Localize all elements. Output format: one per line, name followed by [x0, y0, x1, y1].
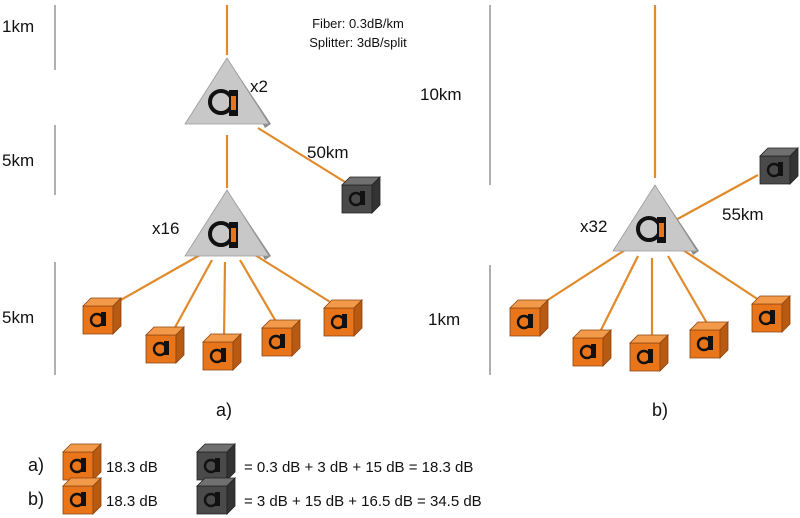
onu-b-2-icon	[571, 328, 613, 368]
onu-a-1-icon	[81, 296, 123, 336]
fiber-branch-b	[671, 174, 759, 223]
segment-label-a-3: 5km	[2, 308, 34, 327]
fiber-drop-b-1	[539, 249, 626, 306]
caption-a: a)	[216, 400, 232, 420]
split-label-a-2: x16	[152, 219, 179, 238]
legend-formula-a: = 0.3 dB + 3 dB + 15 dB = 18.3 dB	[244, 459, 473, 476]
fiber-drop-a-1	[111, 254, 201, 306]
segment-label-b-1: 10km	[420, 85, 462, 104]
legend-orange-value-b: 18.3 dB	[106, 493, 158, 510]
segment-label-a-2: 5km	[2, 151, 34, 170]
branch-length-b: 55km	[722, 205, 764, 224]
fiber-branch-a	[257, 127, 346, 183]
split-label-b: x32	[580, 217, 607, 236]
fiber-drop-b-4	[667, 255, 709, 326]
fiber-loss-param: Fiber: 0.3dB/km	[312, 16, 404, 31]
segment-label-b-2: 1km	[428, 310, 460, 329]
diagram-a: 1km 5km 5km x2 x16 50km a)	[2, 5, 382, 420]
branch-length-a: 50km	[307, 143, 349, 162]
legend-onu-dark-a-icon	[195, 442, 237, 482]
splitter-loss-param: Splitter: 3dB/split	[309, 35, 407, 50]
segment-label-a-1: 1km	[2, 17, 34, 36]
split-label-a-1: x2	[250, 77, 268, 96]
legend-label-b: b)	[28, 489, 44, 509]
legend-label-a: a)	[28, 455, 44, 475]
legend-formula-b: = 3 dB + 15 dB + 16.5 dB = 34.5 dB	[244, 493, 482, 510]
fiber-drop-a-5	[254, 254, 336, 306]
splitter-b-icon	[611, 183, 701, 257]
onu-b-5-icon	[750, 294, 792, 334]
onu-b-3-icon	[628, 333, 670, 373]
fiber-drop-a-3	[222, 261, 227, 341]
diagram-b: 10km 1km x32 55km b)	[420, 5, 800, 420]
splitter-a-2-icon	[183, 188, 273, 262]
legend-onu-orange-b-icon	[61, 476, 103, 516]
caption-b: b)	[652, 400, 668, 420]
legend-onu-dark-b-icon	[195, 476, 237, 516]
onu-a-5-icon	[322, 298, 364, 338]
onu-dark-b-icon	[758, 146, 800, 186]
fiber-drop-a-4	[239, 259, 279, 326]
fiber-drop-a-2	[171, 259, 213, 334]
onu-b-1-icon	[508, 298, 550, 338]
onu-dark-a-icon	[340, 175, 382, 215]
legend-onu-orange-a-icon	[61, 442, 103, 482]
onu-a-3-icon	[201, 332, 243, 372]
fiber-drop-b-5	[682, 249, 763, 303]
onu-a-2-icon	[144, 325, 186, 365]
legend-orange-value-a: 18.3 dB	[106, 459, 158, 476]
onu-b-4-icon	[688, 320, 730, 360]
onu-a-4-icon	[260, 318, 302, 358]
legend: a) 18.3 dB = 0.3 dB + 3 dB + 15 dB = 18.…	[28, 442, 482, 516]
fiber-drop-b-2	[599, 255, 639, 333]
